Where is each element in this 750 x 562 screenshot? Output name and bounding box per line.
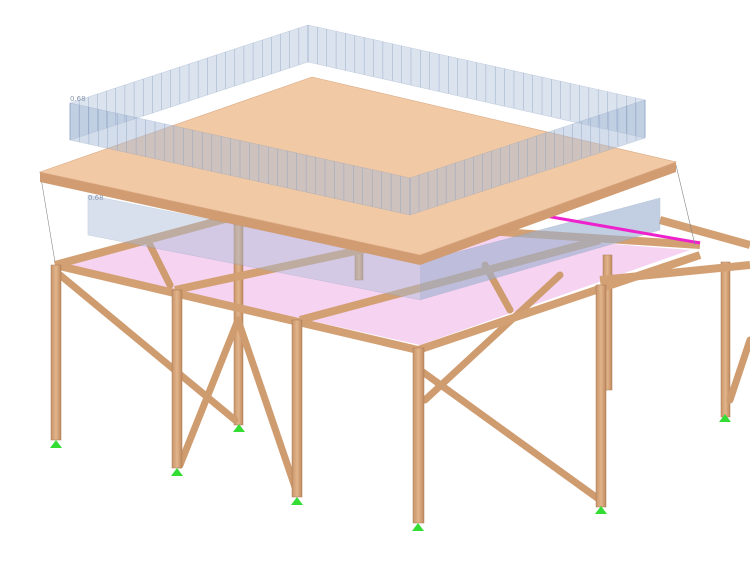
- columns-front: [50, 264, 607, 524]
- support-icon: [719, 414, 731, 422]
- support-icon: [50, 440, 62, 448]
- supports: [50, 414, 731, 531]
- support-icon: [233, 424, 245, 432]
- support-icon: [171, 468, 183, 476]
- floor-surface: [60, 215, 690, 345]
- support-icon: [595, 506, 607, 514]
- load-value-upper: 0.68: [70, 95, 86, 103]
- beams: [53, 211, 750, 354]
- slab-hangers: [39, 164, 696, 263]
- load-value-lower: 0.68: [88, 194, 104, 202]
- highlighted-member: [539, 213, 701, 245]
- support-icon: [291, 497, 303, 505]
- timber-slab: [38, 76, 678, 265]
- upper-load-box: 0.68: [69, 24, 646, 216]
- support-icon: [412, 523, 424, 531]
